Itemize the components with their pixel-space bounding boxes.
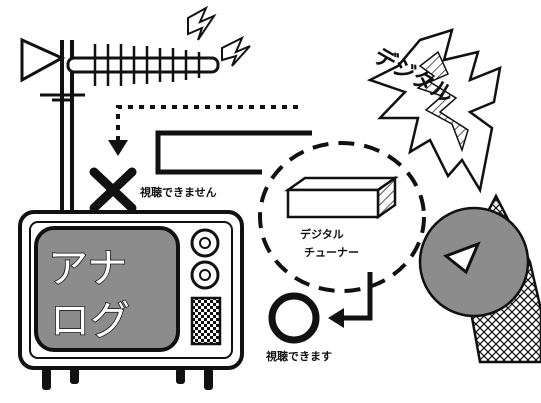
can-watch-label: 視聴できます [265, 349, 332, 363]
left-arrow-icon [328, 308, 344, 328]
tuner-label-line2: チューナー [304, 246, 359, 259]
cross-mark-icon [94, 172, 132, 208]
tv-screen-text-line2: ログ [50, 298, 130, 344]
cable-bracket [158, 133, 312, 172]
antenna-reflector [22, 40, 62, 80]
signal-path-dotted [118, 107, 298, 142]
tv-speaker-grille [192, 298, 220, 344]
satellite-dish [420, 196, 541, 362]
output-arrow-line [340, 272, 370, 318]
dish-reflector [420, 208, 528, 316]
tuner-label-line1: デジタル [300, 227, 344, 241]
tv-screen-text-line1: アナ [48, 246, 127, 292]
down-arrow-icon [108, 140, 128, 156]
ok-circle-icon [272, 296, 316, 340]
digital-signal-burst-icon: デジタル [369, 30, 500, 190]
digital-tuner-box [288, 178, 395, 217]
tv-legs [42, 368, 213, 390]
cannot-watch-label: 視聴できません [139, 185, 217, 199]
antenna-boom [68, 58, 218, 72]
